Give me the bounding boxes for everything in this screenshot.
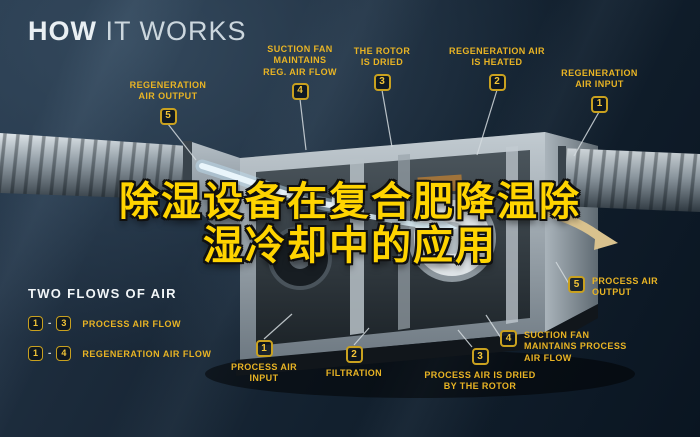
- callout-text: FILTRATION: [325, 368, 383, 378]
- legend-dash: -: [48, 318, 52, 329]
- callout-badge-1: 1: [591, 95, 608, 113]
- divider-panel: [350, 158, 364, 335]
- title-bold: HOW: [28, 16, 97, 46]
- heater: [417, 174, 463, 194]
- callout-text: THE ROTOR IS DRIED: [353, 46, 411, 68]
- callout-text: SUCTION FAN MAINTAINS PROCESS AIR FLOW: [524, 330, 627, 363]
- divider-panel: [506, 146, 518, 324]
- divider-panel: [398, 154, 410, 330]
- callout-regeneration-air-output: REGENERATION AIR OUTPUT 5: [118, 80, 218, 125]
- callout-suction-fan-process: 4 SUCTION FAN MAINTAINS PROCESS AIR FLOW: [500, 330, 630, 364]
- callout-text: PROCESS AIR INPUT: [230, 362, 298, 384]
- legend-badge-start: 1: [28, 346, 43, 361]
- callout-badge-1: 1: [255, 340, 273, 357]
- callout-badge-5: 5: [159, 107, 177, 125]
- legend-badge-start: 1: [28, 316, 43, 331]
- overlay-title-line2: 湿冷却中的应用: [203, 223, 497, 269]
- overlay-title-line1: 除湿设备在复合肥降温除: [119, 179, 581, 225]
- legend-dash: -: [48, 348, 52, 359]
- legend-label: REGENERATION AIR FLOW: [82, 348, 212, 359]
- callout-text: SUCTION FAN MAINTAINS REG. AIR FLOW: [263, 44, 337, 77]
- legend-heading: TWO FLOWS OF AIR: [28, 286, 177, 301]
- callout-badge-4: 4: [500, 330, 517, 347]
- callout-text: PROCESS AIR OUTPUT: [592, 276, 659, 298]
- callout-suction-fan-reg: SUCTION FAN MAINTAINS REG. AIR FLOW 4: [250, 44, 350, 100]
- callout-regeneration-air-input: REGENERATION AIR INPUT 1: [552, 68, 647, 113]
- callout-regeneration-air-heated: REGENERATION AIR IS HEATED 2: [442, 46, 552, 91]
- legend-badge-end: 3: [56, 316, 72, 331]
- title-light: IT WORKS: [105, 16, 247, 46]
- legend-label: PROCESS AIR FLOW: [82, 318, 182, 329]
- callout-text: REGENERATION AIR INPUT: [561, 68, 638, 90]
- callout-badge-4: 4: [291, 82, 309, 100]
- callout-badge-2: 2: [345, 346, 363, 363]
- callout-process-air-dried: 3 PROCESS AIR IS DRIED BY THE ROTOR: [405, 348, 555, 393]
- callout-rotor-dried: THE ROTOR IS DRIED 3: [342, 46, 422, 91]
- callout-text: REGENERATION AIR OUTPUT: [129, 80, 207, 102]
- leader-lines: [167, 89, 600, 348]
- legend-row-process-air: 1 - 3 PROCESS AIR FLOW: [28, 316, 211, 331]
- callout-badge-3: 3: [373, 73, 391, 91]
- callout-process-air-output: 5 PROCESS AIR OUTPUT: [568, 276, 678, 299]
- legend-badge-end: 4: [56, 346, 72, 361]
- callout-text: REGENERATION AIR IS HEATED: [449, 46, 545, 68]
- callout-badge-5: 5: [568, 276, 585, 293]
- callout-filtration: 2 FILTRATION: [314, 346, 394, 379]
- right-duct: [558, 146, 700, 212]
- callout-process-air-input: 1 PROCESS AIR INPUT: [226, 340, 302, 385]
- legend-two-flows: TWO FLOWS OF AIR 1 - 3 PROCESS AIR FLOW …: [28, 286, 211, 361]
- callout-badge-3: 3: [471, 348, 489, 365]
- callout-text: PROCESS AIR IS DRIED BY THE ROTOR: [424, 370, 536, 392]
- legend-row-regeneration-air: 1 - 4 REGENERATION AIR FLOW: [28, 346, 211, 361]
- callout-badge-2: 2: [488, 73, 506, 91]
- page-title: HOW IT WORKS: [28, 16, 247, 47]
- airflow-arrows: [195, 159, 618, 250]
- base-plinth: [236, 304, 598, 376]
- overlay-title: 除湿设备在复合肥降温除 湿冷却中的应用: [0, 180, 700, 268]
